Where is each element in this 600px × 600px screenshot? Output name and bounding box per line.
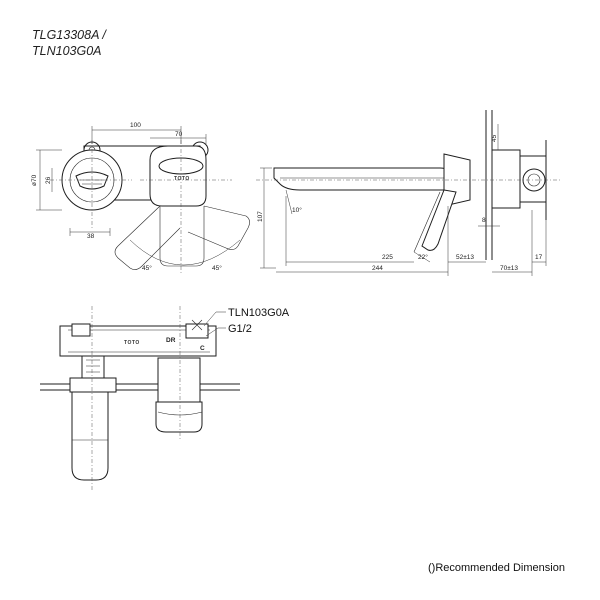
model-number-line-2: TLN103G0A	[32, 44, 102, 58]
c-mark: C	[200, 345, 205, 352]
side-view: 10° 107 225 22° 244 52±13 8 45 70±13 17	[256, 110, 560, 276]
dim-52: 52±13	[456, 254, 474, 261]
dim-100: 100	[130, 122, 141, 129]
dim-70: 70	[175, 131, 183, 138]
dim-8: 8	[482, 217, 486, 224]
dim-244: 244	[372, 265, 383, 272]
angle-right-45: 45°	[212, 264, 222, 272]
part-label-tln103g0a: TLN103G0A	[228, 307, 290, 319]
angle-left-45: 45°	[142, 264, 152, 272]
dim-45: 45	[491, 134, 498, 142]
recommended-dimension-note: ()Recommended Dimension	[428, 562, 565, 574]
dim-26: 26	[45, 176, 52, 184]
angle-22: 22°	[418, 253, 428, 261]
dr-mark: DR	[166, 337, 176, 344]
angle-10: 10°	[292, 206, 302, 214]
thread-label-g12: G1/2	[228, 323, 252, 335]
dim-107: 107	[257, 211, 264, 222]
section-brand-mark: TOTO	[124, 340, 140, 346]
dim-38: 38	[87, 233, 95, 240]
dim-225: 225	[382, 254, 393, 261]
dim-diameter-70: ø70	[31, 174, 38, 186]
dim-17: 17	[535, 254, 543, 261]
model-number-line-1: TLG13308A /	[32, 28, 106, 42]
dim-70: 70±13	[500, 265, 518, 272]
front-view: TOTO 100 70 ø70 26 38 45° 45°	[31, 122, 250, 275]
section-view: TOTO DR C TLN103G0A G1/2	[40, 306, 290, 490]
brand-mark: TOTO	[174, 176, 190, 182]
